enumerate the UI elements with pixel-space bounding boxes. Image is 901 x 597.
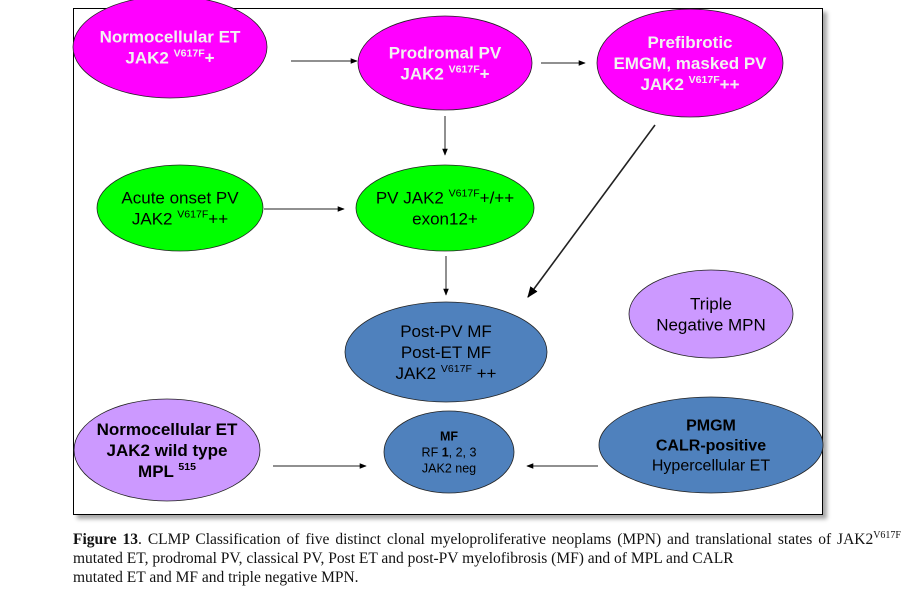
edges [264,58,656,469]
node-label-line: JAK2 V617F++ [640,74,739,94]
node-ellipse [73,398,261,502]
node-label-line: exon12+ [412,209,478,228]
node-label-line: MF [440,429,458,443]
diagram-canvas: Normocellular ET JAK2 V617F+ Prodromal PV J… [72,0,824,502]
caption-text-1: . CLMP Classification of five distinct c… [138,531,874,548]
node-ellipse [596,8,784,118]
node-label-line: PMGM [686,418,736,435]
arrow-prefibrotic-emgm-to-post-pv-mf [527,124,656,298]
node-ellipse [357,15,533,111]
node-label-line: MPL 515 [138,461,196,481]
node-label-line: Post-PV MF [400,322,492,341]
node-label-line: EMGM, masked PV [613,54,767,73]
node-label-line: JAK2 V617F++ [132,209,228,229]
node-label-line: JAK2 neg [422,461,476,475]
node-label-line: Normocellular ET [97,420,238,439]
node-label-line: RF 1, 2, 3 [422,445,477,459]
node-label-line: CALR-positive [656,438,766,455]
node-label-line: Acute onset PV [121,188,239,207]
node-ellipse [96,164,264,252]
node-normocellular-et-jak2: Normocellular ET JAK2 V617F+ [72,0,268,99]
figure-caption: Figure 13. CLMP Classification of five d… [73,530,901,587]
node-label-line: Prefibrotic [647,33,732,52]
node-ellipse [344,301,548,403]
node-prodromal-pv: Prodromal PV JAK2 V617F+ [357,15,533,111]
node-label-line: JAK2 V617F+ [400,64,489,84]
node-ellipse [355,164,535,252]
nodes: Normocellular ET JAK2 V617F+ Prodromal PV J… [72,0,824,502]
node-pv-jak2: PV JAK2 V617F+/++exon12+ [355,164,535,252]
node-label-line: PV JAK2 V617F+/++ [376,188,514,208]
node-label-line: JAK2 V617F+ [125,48,214,68]
node-label-line: Negative MPN [656,315,766,334]
node-label-line: JAK2 wild type [107,441,228,460]
node-mf-jak2-neg: MF RF 1, 2, 3 JAK2 neg [383,410,515,494]
caption-superscript: V617F [873,530,901,541]
node-label-line: JAK2 V617F ++ [396,363,497,383]
node-label-line: Post-ET MF [401,343,491,362]
node-acute-onset-pv: Acute onset PV JAK2 V617F++ [96,164,264,252]
node-label-line: Normocellular ET [100,27,241,46]
node-ellipse [383,410,515,494]
node-ellipse [598,396,824,494]
node-ellipse [628,269,794,359]
node-label-line: Hypercellular ET [652,458,770,475]
node-label-line: Prodromal PV [389,43,502,62]
node-ellipse [72,0,268,99]
node-label-line: Triple [690,294,732,313]
caption-label: Figure 13 [73,531,139,548]
caption-text-2: mutated ET, prodromal PV, classical PV, … [73,550,734,567]
caption-text-3: mutated ET and MF and triple negative MP… [73,569,359,586]
